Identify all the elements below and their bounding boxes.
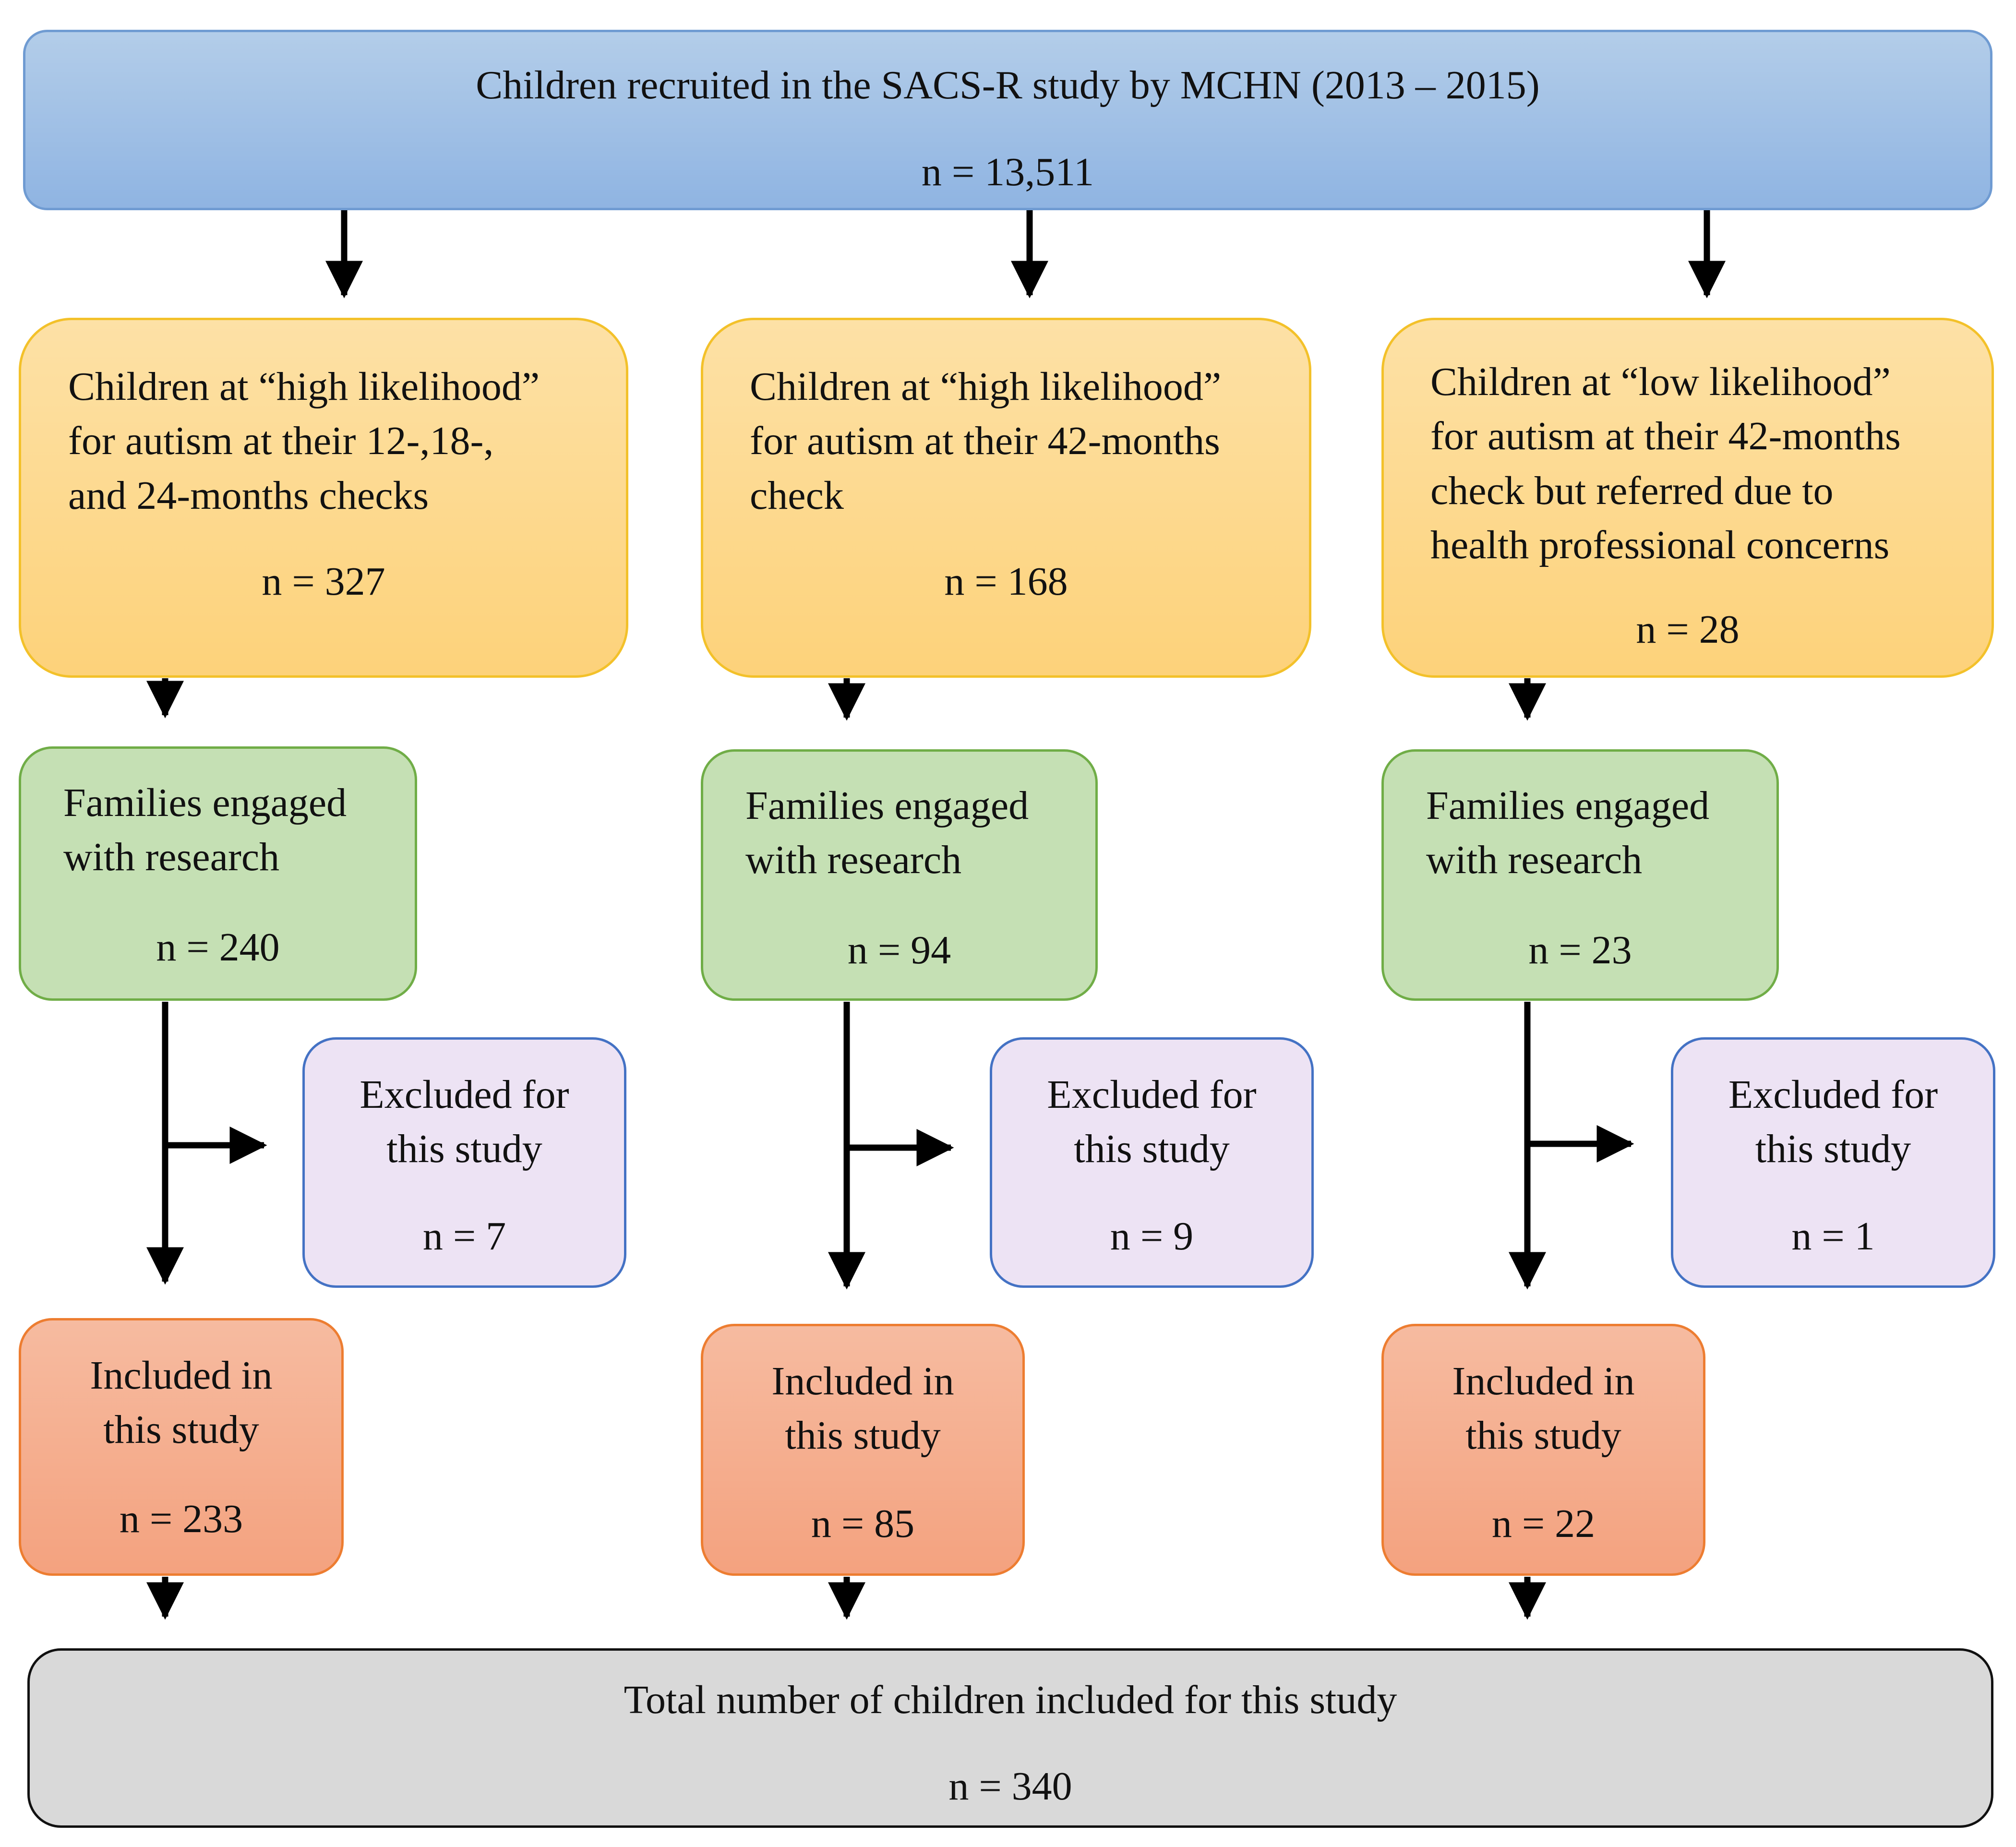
likelihood-text-col3: Children at “low likelihood” for autism … bbox=[1430, 360, 1901, 568]
likelihood-box-col3: Children at “low likelihood” for autism … bbox=[1381, 318, 1994, 678]
excluded-text-col1: Excluded for this study bbox=[360, 1072, 569, 1172]
excluded-box-col3: Excluded for this study n = 1 bbox=[1671, 1037, 1995, 1288]
engaged-count-col1: n = 240 bbox=[156, 925, 280, 970]
included-count-col3: n = 22 bbox=[1491, 1501, 1596, 1546]
excluded-count-col3: n = 1 bbox=[1791, 1214, 1875, 1259]
excluded-text-col3: Excluded for this study bbox=[1728, 1072, 1938, 1172]
included-box-col1: Included in this study n = 233 bbox=[19, 1318, 344, 1576]
likelihood-count-col2: n = 168 bbox=[944, 559, 1068, 604]
excluded-count-col2: n = 9 bbox=[1110, 1214, 1194, 1259]
recruited-box: Children recruited in the SACS-R study b… bbox=[23, 30, 1992, 210]
total-box: Total number of children included for th… bbox=[27, 1648, 1993, 1828]
engaged-text-col3: Families engaged with research bbox=[1426, 783, 1710, 883]
likelihood-box-col1: Children at “high likelihood” for autism… bbox=[19, 318, 628, 678]
likelihood-text-col1: Children at “high likelihood” for autism… bbox=[68, 364, 540, 518]
included-box-col3: Included in this study n = 22 bbox=[1381, 1324, 1705, 1576]
engaged-box-col3: Families engaged with research n = 23 bbox=[1381, 749, 1779, 1001]
included-count-col1: n = 233 bbox=[119, 1497, 243, 1541]
excluded-box-col2: Excluded for this study n = 9 bbox=[990, 1037, 1314, 1288]
recruited-title: Children recruited in the SACS-R study b… bbox=[476, 63, 1540, 108]
engaged-text-col1: Families engaged with research bbox=[63, 780, 347, 880]
excluded-box-col1: Excluded for this study n = 7 bbox=[302, 1037, 626, 1288]
engaged-box-col1: Families engaged with research n = 240 bbox=[19, 746, 417, 1001]
included-count-col2: n = 85 bbox=[811, 1501, 915, 1546]
included-text-col3: Included in this study bbox=[1452, 1359, 1635, 1458]
recruited-count: n = 13,511 bbox=[921, 150, 1094, 194]
likelihood-count-col3: n = 28 bbox=[1636, 607, 1740, 652]
engaged-text-col2: Families engaged with research bbox=[745, 783, 1029, 883]
included-box-col2: Included in this study n = 85 bbox=[701, 1324, 1025, 1576]
total-title: Total number of children included for th… bbox=[624, 1678, 1397, 1722]
likelihood-count-col1: n = 327 bbox=[262, 559, 385, 604]
engaged-count-col2: n = 94 bbox=[847, 928, 951, 972]
excluded-count-col1: n = 7 bbox=[422, 1214, 506, 1259]
excluded-text-col2: Excluded for this study bbox=[1047, 1072, 1257, 1172]
total-count: n = 340 bbox=[948, 1764, 1072, 1809]
included-text-col2: Included in this study bbox=[771, 1359, 954, 1458]
engaged-count-col3: n = 23 bbox=[1528, 928, 1632, 972]
engaged-box-col2: Families engaged with research n = 94 bbox=[701, 749, 1098, 1001]
included-text-col1: Included in this study bbox=[90, 1353, 273, 1452]
likelihood-box-col2: Children at “high likelihood” for autism… bbox=[701, 318, 1311, 678]
likelihood-text-col2: Children at “high likelihood” for autism… bbox=[750, 364, 1222, 518]
